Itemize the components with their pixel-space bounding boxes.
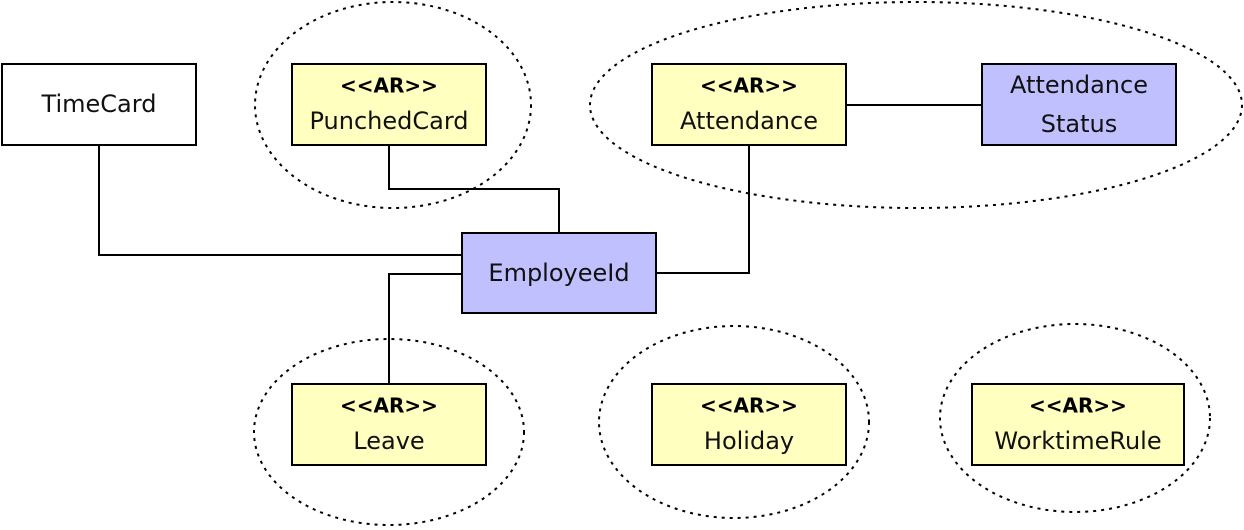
attendance-label: Attendance	[680, 107, 818, 135]
leave-stereotype: <<AR>>	[340, 394, 438, 418]
employeeid-label: EmployeeId	[488, 259, 629, 287]
timecard-box	[1, 63, 197, 146]
punchedcard-box	[291, 63, 487, 146]
attendance-status-box	[981, 63, 1177, 146]
leave-node: <<AR>> Leave	[291, 383, 487, 466]
worktimerule-label: WorktimeRule	[994, 427, 1161, 455]
attendance-stereotype: <<AR>>	[700, 74, 798, 98]
attendance-status-label-line2: Status	[1041, 110, 1117, 138]
holiday-box	[651, 383, 847, 466]
timecard-node: TimeCard	[1, 63, 197, 146]
holiday-node: <<AR>> Holiday	[651, 383, 847, 466]
attendance-status-label-line1: Attendance	[1010, 71, 1148, 99]
worktimerule-stereotype: <<AR>>	[1029, 394, 1127, 418]
holiday-label: Holiday	[704, 427, 794, 455]
punchedcard-employeeid-connector	[388, 145, 560, 233]
employeeid-box	[461, 232, 657, 314]
attendance-box	[651, 63, 847, 146]
leave-box	[291, 383, 487, 466]
punchedcard-label: PunchedCard	[309, 107, 468, 135]
worktimerule-box	[971, 383, 1185, 466]
worktimerule-aggregate-boundary	[939, 323, 1211, 513]
holiday-stereotype: <<AR>>	[700, 394, 798, 418]
attendance-employeeid-connector	[656, 145, 750, 274]
punchedcard-stereotype: <<AR>>	[340, 74, 438, 98]
worktimerule-node: <<AR>> WorktimeRule	[971, 383, 1185, 466]
timecard-label: TimeCard	[41, 90, 157, 118]
holiday-aggregate-boundary	[598, 325, 870, 519]
punchedcard-node: <<AR>> PunchedCard	[291, 63, 487, 146]
attendance-status-node: Attendance Status	[981, 63, 1177, 146]
punchedcard-aggregate-boundary	[254, 1, 532, 209]
employeeid-node: EmployeeId	[461, 232, 657, 314]
timecard-employeeid-connector	[98, 145, 462, 256]
attendance-node: <<AR>> Attendance	[651, 63, 847, 146]
leave-employeeid-connector	[388, 273, 462, 384]
leave-label: Leave	[353, 427, 424, 455]
leave-aggregate-boundary	[253, 338, 525, 526]
attendance-aggregate-boundary	[589, 1, 1243, 209]
